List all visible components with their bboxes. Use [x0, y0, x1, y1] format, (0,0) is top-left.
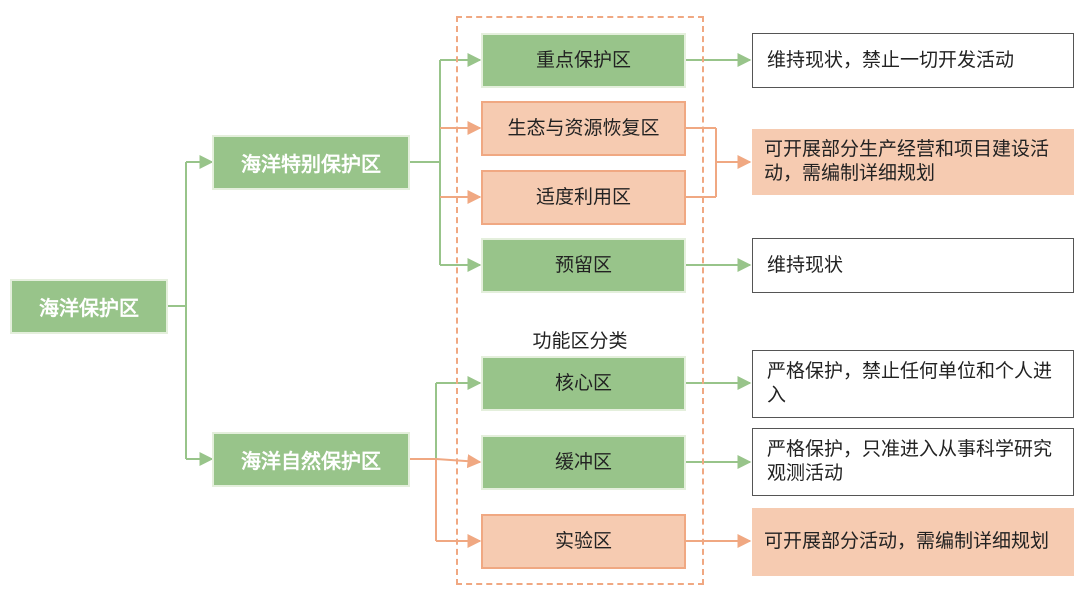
desc-text: 可开展部分活动，需编制详细规划 [764, 530, 1050, 553]
desc-buffer: 严格保护，只准进入从事科学研究观测活动 [752, 428, 1074, 496]
special-protection-node: 海洋特别保护区 [212, 135, 410, 190]
zone-label: 重点保护区 [535, 48, 631, 71]
nature-reserve-label: 海洋自然保护区 [241, 449, 381, 473]
desc-key-protection: 维持现状，禁止一切开发活动 [752, 33, 1074, 88]
desc-core: 严格保护，禁止任何单位和个人进入 [752, 350, 1074, 418]
nature-orange-connectors [410, 454, 482, 548]
desc-experimental: 可开展部分活动，需编制详细规划 [752, 508, 1074, 576]
nature-reserve-node: 海洋自然保护区 [212, 432, 410, 487]
desc-text: 可开展部分生产经营和项目建设活动，需编制详细规划 [764, 138, 1050, 184]
zone-experimental: 实验区 [481, 514, 686, 569]
zone-label: 预留区 [554, 253, 612, 276]
root-node: 海洋保护区 [10, 279, 168, 334]
nature-green-connectors [435, 376, 482, 459]
functional-zone-frame [456, 16, 704, 585]
desc-reserved: 维持现状 [752, 238, 1074, 293]
zone-reserved: 预留区 [481, 238, 686, 293]
root-label: 海洋保护区 [39, 296, 139, 320]
zone-label: 实验区 [554, 529, 612, 552]
desc-text: 维持现状，禁止一切开发活动 [767, 48, 1015, 71]
zone-label: 核心区 [554, 371, 612, 394]
desc-green-connectors [686, 53, 752, 469]
desc-orange-connectors [686, 127, 752, 548]
zone-moderate-use: 适度利用区 [481, 170, 686, 225]
zone-core: 核心区 [481, 356, 686, 411]
root-connectors [168, 155, 214, 466]
special-orange-connectors [440, 121, 482, 204]
zone-label: 生态与资源恢复区 [507, 116, 660, 139]
functional-zone-caption: 功能区分类 [532, 330, 628, 352]
desc-text: 严格保护，只准进入从事科学研究观测活动 [767, 438, 1053, 484]
special-green-connectors [410, 53, 482, 272]
desc-text: 严格保护，禁止任何单位和个人进入 [767, 360, 1053, 406]
desc-restoration-moderate-use: 可开展部分生产经营和项目建设活动，需编制详细规划 [752, 129, 1074, 195]
zone-label: 适度利用区 [535, 185, 631, 208]
desc-text: 维持现状 [767, 253, 844, 276]
zone-label: 缓冲区 [554, 450, 612, 473]
zone-buffer: 缓冲区 [481, 435, 686, 490]
zone-key-protection: 重点保护区 [481, 33, 686, 88]
zone-ecological-restoration: 生态与资源恢复区 [481, 101, 686, 156]
special-protection-label: 海洋特别保护区 [241, 152, 381, 176]
